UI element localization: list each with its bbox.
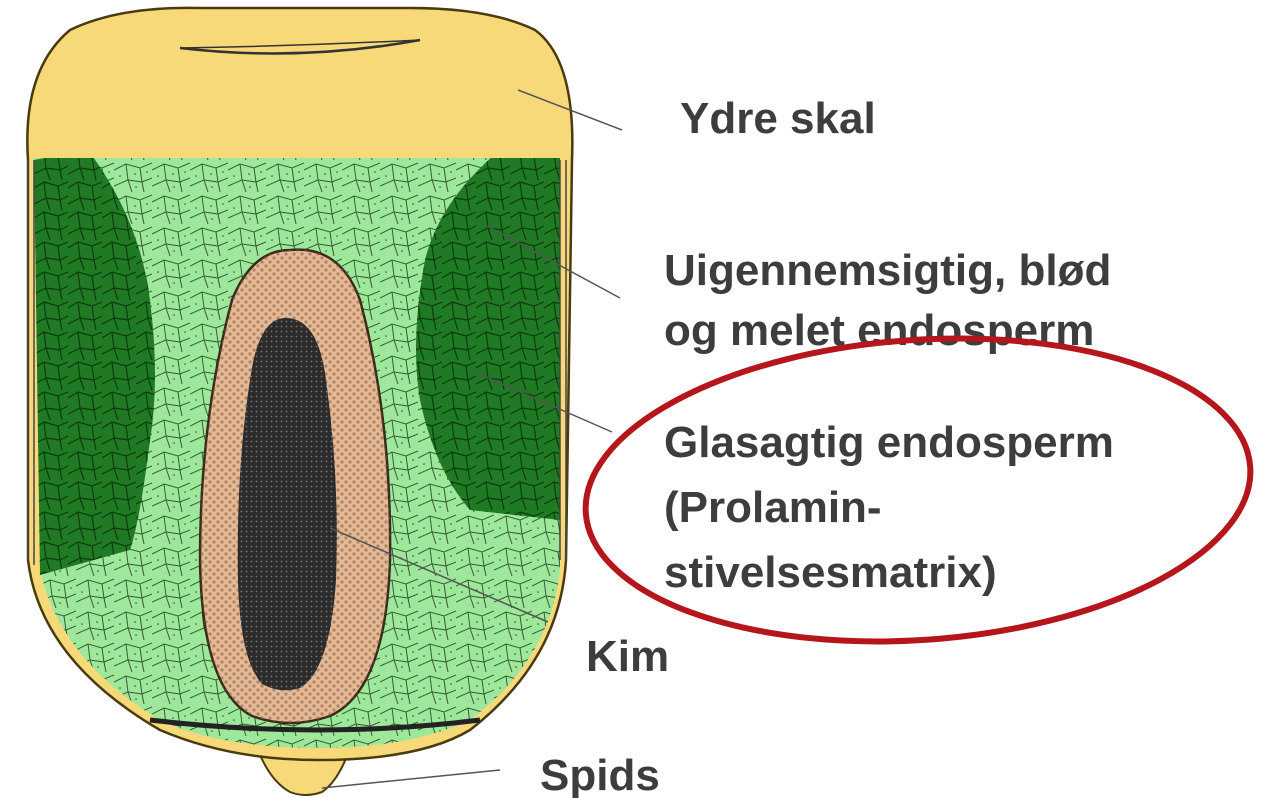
label-soft-endosperm-line2: og melet endosperm [664, 306, 1094, 355]
label-vitreous-endosperm-line3: stivelsesmatrix) [664, 548, 997, 597]
label-germ: Kim [586, 632, 669, 681]
label-vitreous-endosperm-line2: (Prolamin- [664, 483, 882, 532]
label-tip: Spids [540, 751, 660, 798]
label-outer-shell: Ydre skal [680, 94, 876, 143]
label-soft-endosperm-line1: Uigennemsigtig, blød [664, 246, 1111, 295]
label-vitreous-endosperm-line1: Glasagtig endosperm [664, 418, 1114, 467]
germ-core-shape [238, 318, 337, 690]
